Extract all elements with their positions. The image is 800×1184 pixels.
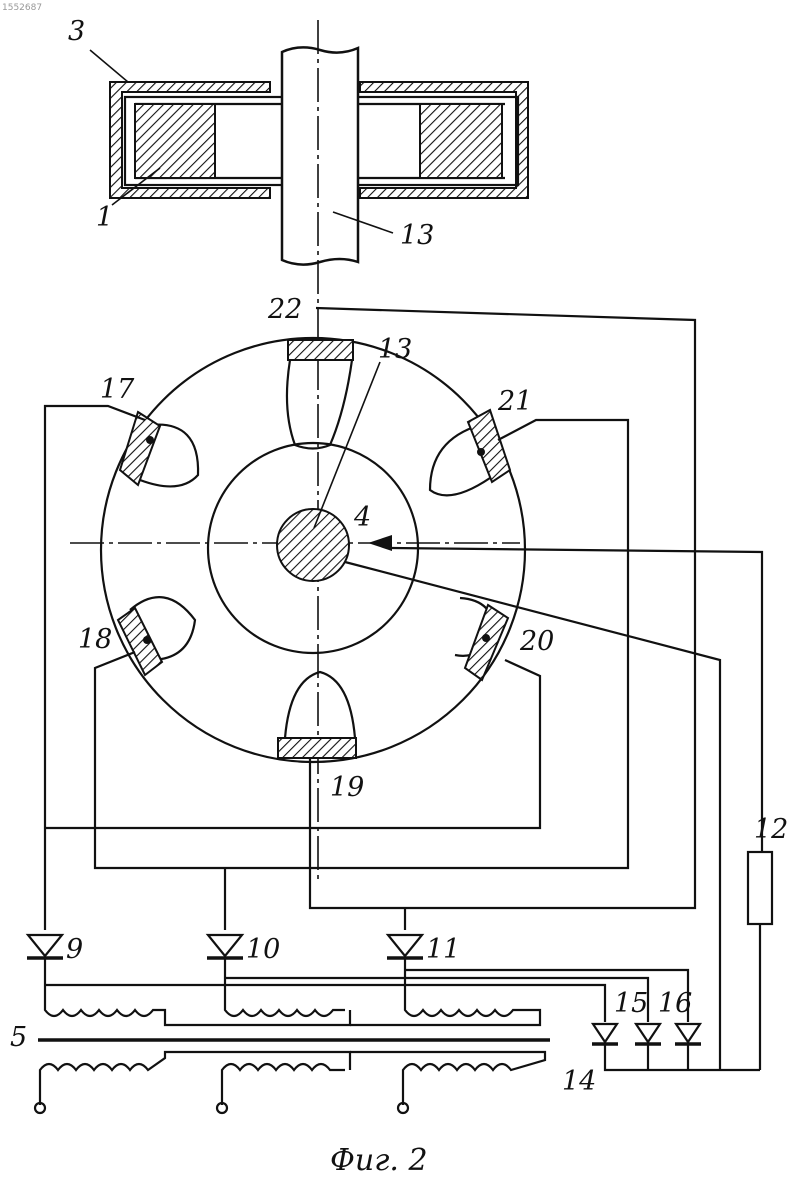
resistor-12 [748, 852, 772, 924]
pole-top-22 [287, 340, 353, 449]
label-4: 4 [353, 502, 371, 533]
diode-10 [207, 935, 243, 1000]
label-13-mid: 13 [378, 334, 412, 365]
label-13-top: 13 [400, 220, 434, 251]
label-15: 15 [614, 988, 648, 1019]
label-21: 21 [497, 386, 532, 417]
label-20: 20 [519, 626, 554, 657]
pole-20 [455, 598, 508, 680]
pole-18 [118, 597, 195, 675]
label-11: 11 [426, 934, 460, 965]
diode-group-14 [45, 970, 760, 1070]
label-14: 14 [562, 1066, 596, 1097]
label-17: 17 [100, 374, 135, 405]
label-19: 19 [330, 772, 364, 803]
label-22: 22 [267, 294, 302, 325]
label-18: 18 [78, 624, 112, 655]
label-1: 1 [96, 202, 113, 233]
diode-11 [387, 935, 423, 1000]
document-number: 1552687 [2, 3, 42, 13]
figure-caption: Фиг. 2 [330, 1143, 428, 1178]
label-10: 10 [246, 934, 280, 965]
leader-3 [90, 50, 128, 82]
transformer-5 [35, 1000, 550, 1113]
pole-17 [120, 412, 198, 486]
diode-9 [27, 935, 63, 1000]
label-12: 12 [754, 814, 788, 845]
label-5: 5 [10, 1022, 27, 1053]
pole-21 [430, 410, 510, 495]
label-16: 16 [658, 988, 692, 1019]
pole-bottom-19 [278, 672, 356, 758]
label-3: 3 [68, 16, 85, 47]
label-9: 9 [66, 934, 83, 965]
